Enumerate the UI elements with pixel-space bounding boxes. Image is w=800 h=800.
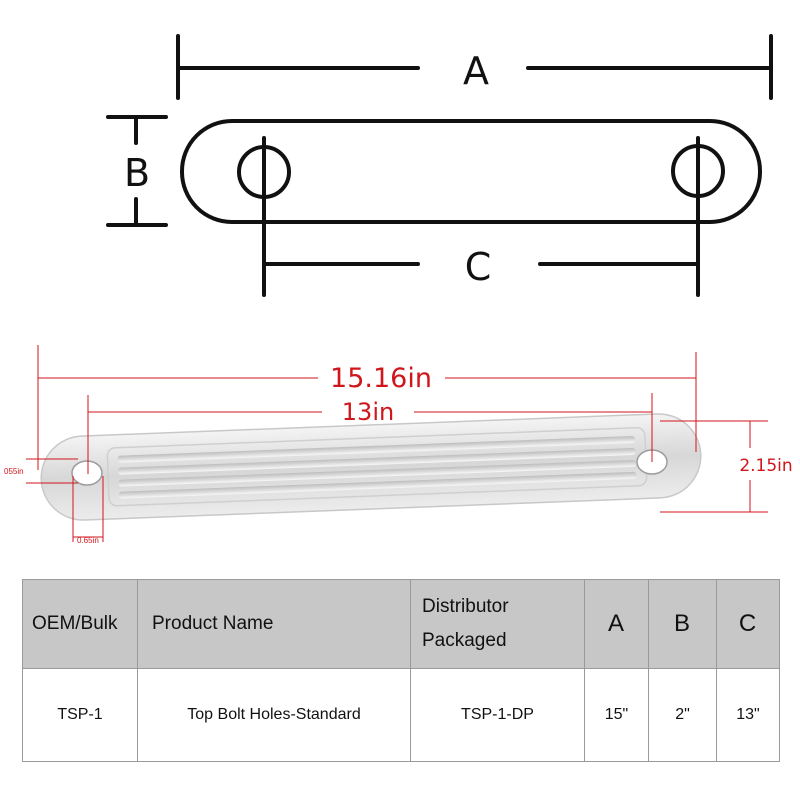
table-header-row: OEM/Bulk Product Name Distributor Packag… (22, 579, 780, 669)
schematic-drawing (106, 34, 773, 297)
hole-spacing-label: 13in (342, 398, 394, 426)
header-c: C (716, 579, 780, 669)
overall-length-label: 15.16in (330, 363, 432, 394)
plate-outline (180, 119, 762, 224)
photo-measurements (26, 345, 768, 542)
label-c: C (465, 245, 492, 289)
label-a: A (463, 49, 489, 93)
cell-oem: TSP-1 (22, 668, 138, 762)
end-offset-label: 0.65in (77, 536, 99, 545)
header-oem: OEM/Bulk (22, 579, 138, 669)
plate-grooves (106, 427, 648, 507)
header-distributor-line1: Distributor (422, 596, 509, 617)
cell-a: 15" (584, 668, 649, 762)
cell-product: Top Bolt Holes-Standard (137, 668, 411, 762)
hole-size-label: 055in (4, 467, 24, 476)
cell-b: 2" (648, 668, 717, 762)
product-photo (40, 413, 702, 521)
photo-left-hole (71, 460, 103, 486)
label-b: B (124, 151, 150, 195)
header-distributor-line2: Packaged (422, 630, 507, 651)
cell-c: 13" (716, 668, 780, 762)
header-b: B (648, 579, 717, 669)
header-distributor: Distributor Packaged (410, 579, 585, 669)
header-product: Product Name (137, 579, 411, 669)
dimension-diagram: A B C 15.16in 13in 2.15in (4, 34, 793, 545)
height-label: 2.15in (739, 456, 792, 476)
cell-distributor: TSP-1-DP (410, 668, 585, 762)
header-a: A (584, 579, 649, 669)
table-row: TSP-1 Top Bolt Holes-Standard TSP-1-DP 1… (22, 668, 780, 762)
spec-table: OEM/Bulk Product Name Distributor Packag… (22, 579, 780, 762)
